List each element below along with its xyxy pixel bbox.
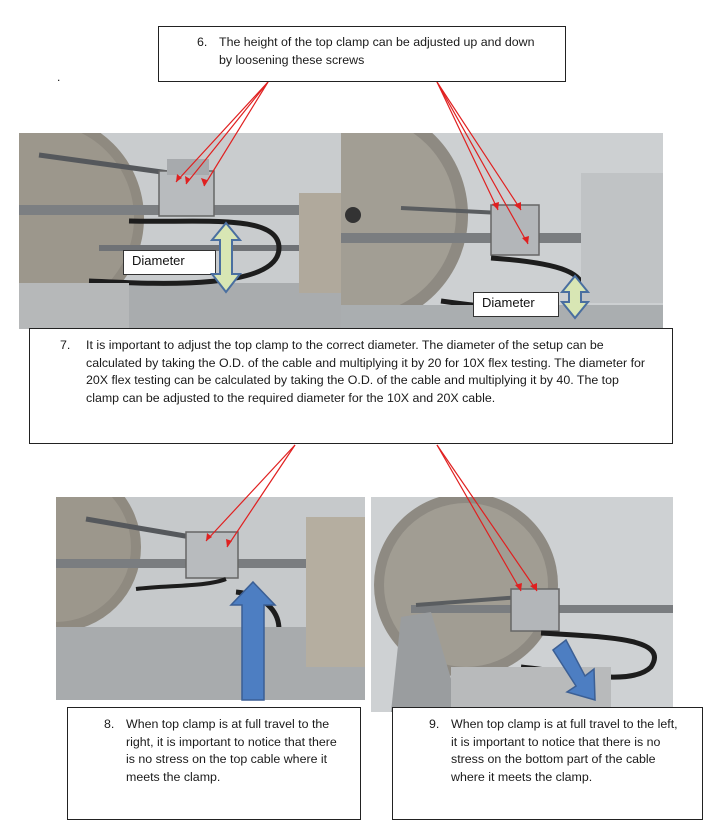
step-6-number: 6. <box>197 35 208 49</box>
diameter-label-left: Diameter <box>123 250 216 275</box>
step-6-callout: 6. The height of the top clamp can be ad… <box>158 26 566 82</box>
step-8-callout: 8. When top clamp is at full travel to t… <box>67 707 361 820</box>
diameter-label-right: Diameter <box>473 292 559 317</box>
step-7-text: It is important to adjust the top clamp … <box>86 338 646 405</box>
photo-bottom-left <box>56 497 365 700</box>
step-7-number: 7. <box>60 338 71 352</box>
step-6-text: The height of the top clamp can be adjus… <box>219 35 535 67</box>
step-8-text: When top clamp is at full travel to the … <box>126 717 337 784</box>
stray-mark: . <box>57 70 61 84</box>
step-9-callout: 9. When top clamp is at full travel to t… <box>392 707 703 820</box>
step-7-callout: 7. It is important to adjust the top cla… <box>29 328 673 444</box>
step-9-number: 9. <box>429 717 440 731</box>
photo-bottom-right <box>371 497 673 712</box>
step-9-text: When top clamp is at full travel to the … <box>451 717 678 784</box>
photo-top-left <box>19 133 341 329</box>
step-8-number: 8. <box>104 717 115 731</box>
